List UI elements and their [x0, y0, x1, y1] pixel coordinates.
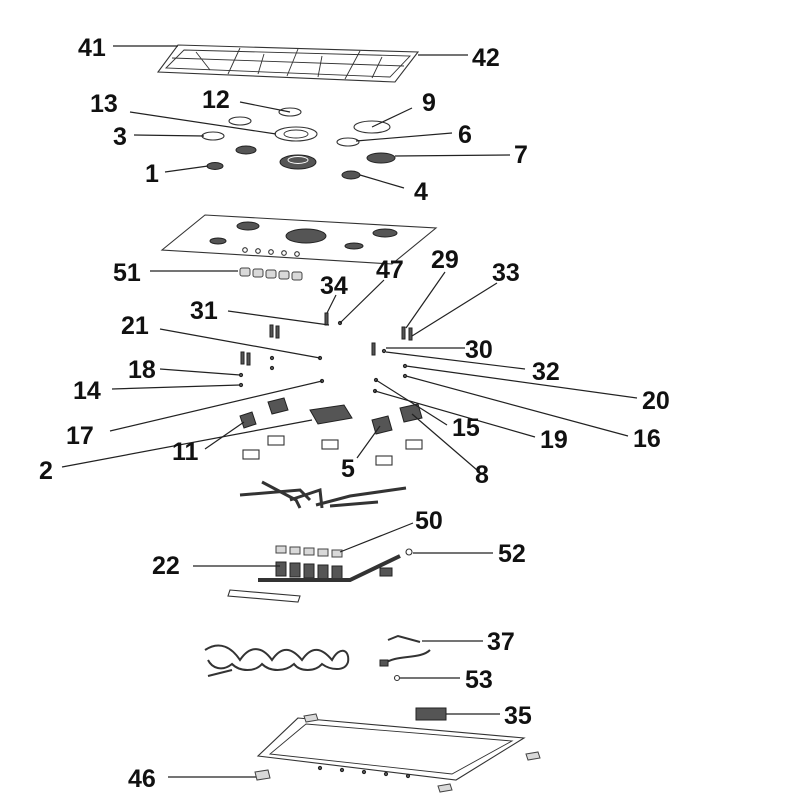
ignition-module [379, 634, 431, 682]
callout-13: 13 [90, 90, 118, 118]
callout-labels: 41 42 12 9 13 3 6 7 1 4 51 34 47 29 33 3… [39, 34, 670, 793]
callout-18: 18 [128, 356, 156, 384]
callout-12: 12 [202, 86, 230, 114]
callout-52: 52 [498, 540, 526, 568]
thermocouples-and-electrodes [238, 312, 413, 394]
callout-29: 29 [431, 246, 459, 274]
burner-brackets [242, 435, 423, 466]
pan-support-grate [156, 44, 420, 83]
glass-hob-top [160, 214, 438, 265]
callout-34: 34 [320, 272, 348, 300]
callout-19: 19 [540, 426, 568, 454]
callout-9: 9 [422, 89, 436, 117]
terminal-block [415, 707, 447, 721]
callout-1: 1 [145, 160, 159, 188]
callout-42: 42 [472, 44, 500, 72]
callout-6: 6 [458, 121, 472, 149]
callout-30: 30 [465, 336, 493, 364]
callout-4: 4 [414, 178, 428, 206]
callout-2: 2 [39, 457, 53, 485]
callout-46: 46 [128, 765, 156, 793]
callout-32: 32 [532, 358, 560, 386]
callout-51: 51 [113, 259, 141, 287]
burner-caps [201, 107, 391, 147]
callout-8: 8 [475, 461, 489, 489]
callout-14: 14 [73, 377, 101, 405]
valve-mounting-bar [227, 589, 301, 603]
gas-supply-pipes [239, 480, 407, 509]
callout-31: 31 [190, 297, 218, 325]
callout-47: 47 [376, 256, 404, 284]
control-knobs [239, 267, 303, 281]
ignition-wiring-harness [204, 644, 350, 677]
callout-21: 21 [121, 312, 149, 340]
leader-lines [61, 45, 638, 778]
callout-11: 11 [172, 438, 199, 466]
valve-spindle-adapters [275, 545, 343, 558]
callout-15: 15 [452, 414, 480, 442]
callout-3: 3 [113, 123, 127, 151]
callout-53: 53 [465, 666, 493, 694]
callout-17: 17 [66, 422, 94, 450]
callout-16: 16 [633, 425, 661, 453]
callout-20: 20 [642, 387, 670, 415]
callout-37: 37 [487, 628, 515, 656]
callout-33: 33 [492, 259, 520, 287]
callout-5: 5 [341, 455, 355, 483]
callout-35: 35 [504, 702, 532, 730]
callout-41: 41 [78, 34, 106, 62]
callout-7: 7 [514, 141, 528, 169]
gas-valves-manifold [258, 548, 413, 582]
callout-50: 50 [415, 507, 443, 535]
callout-22: 22 [152, 552, 180, 580]
burner-heads [206, 145, 396, 180]
hob-base-tray [254, 713, 541, 793]
